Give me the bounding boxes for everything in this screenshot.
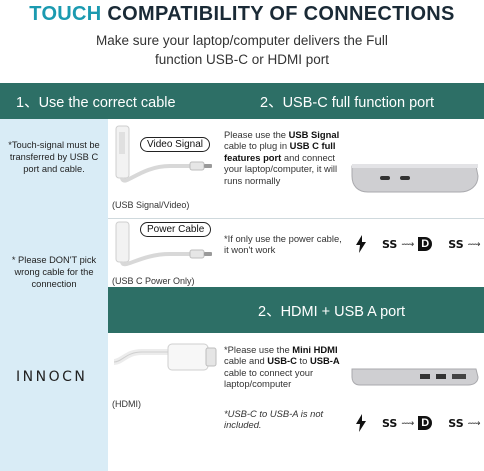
hdmi-cable-image: [113, 343, 217, 371]
subtitle: Make sure your laptop/computer delivers …: [0, 31, 484, 69]
power-cable-callout: Power Cable: [140, 222, 212, 237]
usbc-instruction: Please use the USB Signal cable to plug …: [224, 129, 340, 186]
thunderbolt-icon-3: [356, 414, 366, 432]
subtitle-line-1: Make sure your laptop/computer delivers …: [96, 33, 388, 48]
displayport-icon-3: D: [418, 416, 433, 430]
usbc-signal-cable-image: [115, 125, 212, 183]
usbc-port-icons: SS ⟿ D SS ⟿ D: [356, 235, 484, 253]
title-accent: TOUCH: [29, 3, 102, 25]
section-header-hdmi-port: 2、HDMI + USB A port: [108, 287, 484, 333]
touch-signal-note: *Touch-signal must be transferred by USB…: [8, 140, 100, 174]
superspeed-usb-icon: SS: [382, 237, 398, 251]
superspeed-usb-icon-3: SS: [382, 416, 398, 430]
thunderbolt-icon: [356, 235, 366, 253]
laptop-usbc-side-image: [351, 164, 479, 193]
video-signal-callout: Video Signal: [140, 137, 210, 152]
subtitle-line-2: function USB-C or HDMI port: [154, 52, 330, 67]
hdmi-note: *USB-C to USB-A is not included.: [224, 408, 324, 431]
section-header-correct-cable: 1、Use the correct cable: [0, 83, 216, 119]
laptop-hdmi-side-image: [351, 368, 479, 386]
usbc-power-cable-image: [115, 221, 212, 267]
superspeed-usb-icon-2: SS: [448, 237, 464, 251]
power-cable-label: (USB C Power Only): [112, 276, 195, 286]
usb-trident-icon-3: ⟿: [401, 417, 415, 428]
left-notes-panel: [0, 119, 108, 471]
hdmi-instruction: *Please use the Mini HDMI cable and USB-…: [224, 344, 340, 390]
usb-trident-icon-4: ⟿: [467, 417, 481, 428]
title-rest: COMPATIBILITY OF CONNECTIONS: [107, 3, 455, 25]
hdmi-cable-label: (HDMI): [112, 399, 141, 409]
signal-cable-label: (USB Signal/Video): [112, 200, 190, 210]
displayport-icon: D: [418, 237, 433, 251]
usb-trident-icon: ⟿: [401, 238, 415, 249]
hdmi-port-icons: SS ⟿ D SS ⟿ D: [356, 414, 484, 432]
superspeed-usb-icon-4: SS: [448, 416, 464, 430]
page-title: TOUCH COMPATIBILITY OF CONNECTIONS: [0, 3, 484, 26]
row-divider: [108, 218, 484, 219]
wrong-cable-note: * Please DON'T pick wrong cable for the …: [11, 255, 97, 289]
usb-trident-icon-2: ⟿: [467, 238, 481, 249]
brand-logo: INNOCN: [16, 369, 88, 385]
section-header-usbc-port: 2、USB-C full function port: [216, 83, 484, 119]
power-note: *If only use the power cable, it won't w…: [224, 233, 342, 256]
